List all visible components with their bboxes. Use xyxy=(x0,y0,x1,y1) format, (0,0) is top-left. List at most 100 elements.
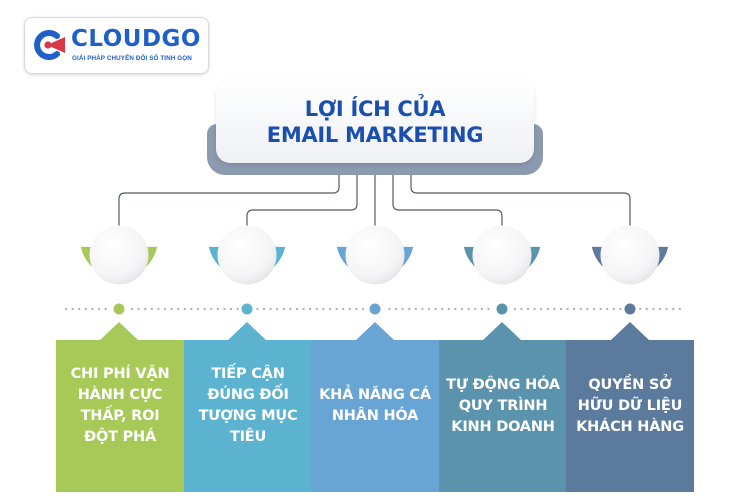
connector-line-5 xyxy=(410,174,631,226)
timeline-dot xyxy=(388,307,391,311)
header-title-line1: LỢI ÍCH CỦA xyxy=(304,96,446,121)
logo-tagline: GIẢI PHÁP CHUYỂN ĐỔI SỐ TINH GỌN xyxy=(72,55,192,62)
benefit-column-5: QUYỀN SỞ HỮU DỮ LIỆU KHÁCH HÀNG xyxy=(566,340,694,492)
timeline-dot xyxy=(64,307,68,311)
timeline-dot xyxy=(276,307,279,311)
timeline-dot xyxy=(645,307,648,311)
timeline-dot xyxy=(97,307,101,311)
timeline-dot xyxy=(487,307,490,311)
timeline-dot xyxy=(665,307,668,311)
timeline-dot xyxy=(526,307,530,311)
timeline-dot xyxy=(586,307,589,311)
timeline-dot xyxy=(210,307,213,311)
benefit-rings xyxy=(80,225,669,315)
timeline-dot xyxy=(315,307,318,311)
timeline-dot xyxy=(183,307,186,311)
connector-lines xyxy=(118,174,631,226)
timeline-dot xyxy=(78,307,81,311)
benefit-label-4: TỰ ĐỘNG HÓA QUY TRÌNH KINH DOANH xyxy=(446,376,560,435)
timeline-dot xyxy=(606,307,609,311)
benefit-column-shape-5 xyxy=(566,322,694,492)
timeline-dot xyxy=(520,307,523,311)
connector-line-2 xyxy=(246,174,358,226)
header-title-line2: EMAIL MARKETING xyxy=(266,122,484,147)
timeline-dot xyxy=(408,307,411,311)
timeline-dot xyxy=(295,307,299,311)
timeline-dot xyxy=(460,307,464,311)
benefit-column-1: CHI PHÍ VẬN HÀNH CỰC THẤP, ROI ĐỘT PHÁ xyxy=(56,340,184,492)
connector-line-1 xyxy=(118,174,340,226)
timeline-dot xyxy=(553,307,556,311)
timeline-dot xyxy=(203,307,206,311)
timeline-marker-3 xyxy=(369,303,381,315)
benefit-label-1: CHI PHÍ VẬN HÀNH CỰC THẤP, ROI ĐỘT PHÁ xyxy=(70,366,170,445)
header-card: LỢI ÍCH CỦA EMAIL MARKETING xyxy=(216,80,534,163)
timeline-dot xyxy=(196,307,200,311)
benefit-column-shape-2 xyxy=(184,322,311,492)
timeline-marker-1 xyxy=(113,303,125,315)
timeline-dot xyxy=(302,307,305,311)
timeline-dot xyxy=(401,307,404,311)
benefit-node-circle-4 xyxy=(472,225,532,285)
benefit-column-4: TỰ ĐỘNG HÓA QUY TRÌNH KINH DOANH xyxy=(439,340,567,492)
timeline-dot xyxy=(658,307,662,311)
timeline-dot xyxy=(421,307,424,311)
timeline-dot xyxy=(573,307,576,311)
benefit-column-3: KHẢ NĂNG CÁ NHÂN HÓA xyxy=(311,340,439,492)
timeline-dot xyxy=(540,307,543,311)
timeline-dot xyxy=(282,307,285,311)
timeline-dot xyxy=(546,307,549,311)
timeline-marker-2 xyxy=(241,303,253,315)
timeline-dot xyxy=(599,307,602,311)
timeline-dot xyxy=(216,307,219,311)
timeline-dot xyxy=(427,307,431,311)
timeline-dot xyxy=(130,307,134,311)
timeline-dot xyxy=(269,307,272,311)
timeline-dot xyxy=(559,307,563,311)
benefit-label-3: KHẢ NĂNG CÁ NHÂN HÓA xyxy=(319,387,431,424)
timeline-dot xyxy=(441,307,444,311)
timeline-dot xyxy=(157,307,160,311)
timeline-dot xyxy=(223,307,226,311)
benefit-label-5: QUYỀN SỞ HỮU DỮ LIỆU KHÁCH HÀNG xyxy=(576,376,684,435)
timeline-dot xyxy=(678,307,681,311)
timeline-dot xyxy=(672,307,675,311)
benefit-node-circle-5 xyxy=(600,225,660,285)
benefit-column-2: TIẾP CẬN ĐÚNG ĐỐI TƯỢNG MỤC TIÊU xyxy=(184,340,312,492)
benefit-node-circle-3 xyxy=(345,225,405,285)
connector-line-4 xyxy=(392,174,503,226)
cloudgo-logo: CLOUDGO GIẢI PHÁP CHUYỂN ĐỔI SỐ TINH GỌN xyxy=(24,17,209,74)
timeline-dot xyxy=(619,307,622,311)
timeline-marker-4 xyxy=(496,303,508,315)
timeline-dot xyxy=(513,307,516,311)
timeline-dot xyxy=(262,307,266,311)
dotted-timeline xyxy=(64,307,681,311)
timeline-dot xyxy=(434,307,437,311)
timeline-dot xyxy=(229,307,233,311)
benefit-node-circle-2 xyxy=(217,225,277,285)
timeline-dot xyxy=(612,307,615,311)
timeline-dot xyxy=(84,307,87,311)
benefit-column-shape-1 xyxy=(56,322,184,492)
timeline-dot xyxy=(355,307,358,311)
timeline-dot xyxy=(137,307,140,311)
timeline-dot xyxy=(592,307,596,311)
timeline-dot xyxy=(639,307,642,311)
timeline-dot xyxy=(467,307,470,311)
benefit-columns xyxy=(56,322,694,492)
timeline-dot xyxy=(474,307,477,311)
timeline-dot xyxy=(480,307,483,311)
benefit-label-2: TIẾP CẬN ĐÚNG ĐỐI TƯỢNG MỤC TIÊU xyxy=(198,366,298,445)
cloudgo-logo-icon xyxy=(34,30,65,60)
timeline-dot xyxy=(394,307,398,311)
timeline-dot xyxy=(652,307,655,311)
timeline-dot xyxy=(236,307,239,311)
timeline-dot xyxy=(322,307,325,311)
timeline-marker-5 xyxy=(624,303,636,315)
timeline-dot xyxy=(170,307,173,311)
timeline-dot xyxy=(361,307,365,311)
timeline-dot xyxy=(190,307,193,311)
timeline-dot xyxy=(566,307,569,311)
timeline-dot xyxy=(348,307,351,311)
